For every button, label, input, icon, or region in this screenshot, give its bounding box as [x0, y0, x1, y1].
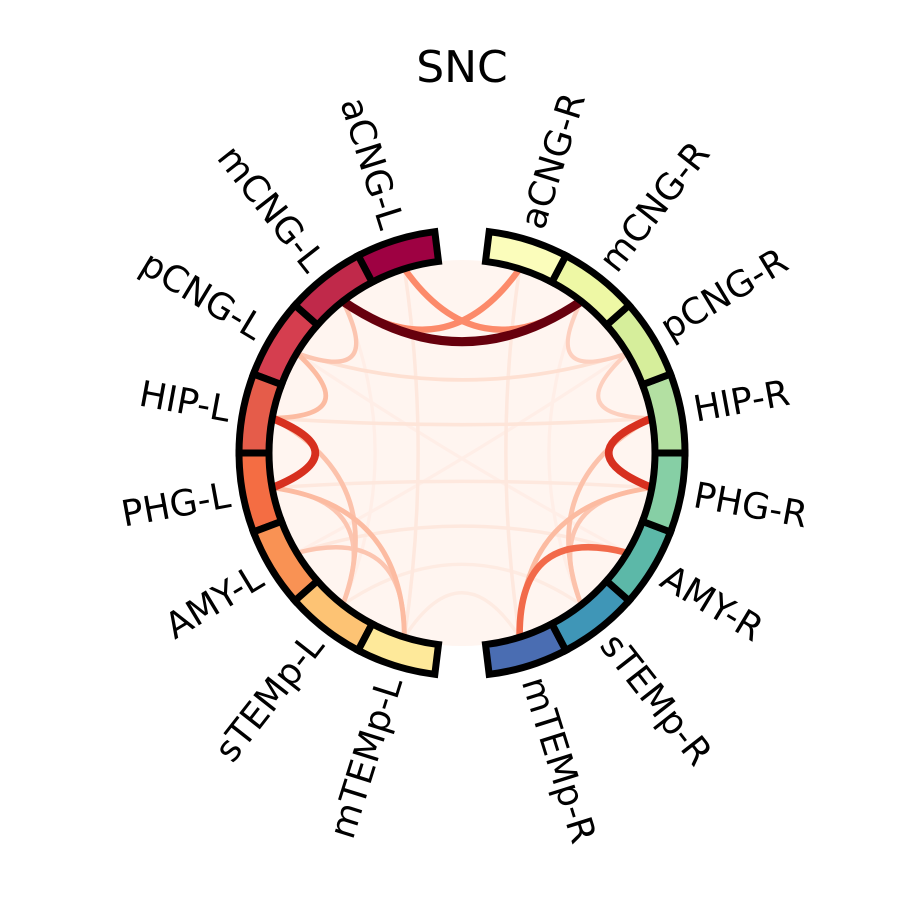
connection-mCNG-L-pCNG-L [294, 298, 359, 364]
node-label-HIP-L: HIP-L [136, 374, 234, 431]
node-label-sTEMp-L: sTEMp-L [207, 626, 332, 770]
node-label-aCNG-R: aCNG-R [513, 88, 594, 234]
node-label-pCNG-L: pCNG-L [133, 243, 271, 348]
connection-PHG-L-mTEMp-L [269, 485, 407, 640]
connection-pCNG-L-HIP-L [269, 350, 328, 421]
chart-title: SNC [416, 42, 508, 93]
node-label-HIP-R: HIP-R [690, 373, 792, 431]
connection-mCNG-R-pCNG-R [565, 299, 630, 364]
connection-AMY-L-AMY-R [295, 524, 629, 555]
connection-aCNG-L-mTEMp-L [402, 267, 420, 639]
node-label-mTEMp-L: mTEMp-L [322, 672, 411, 843]
connection-links [268, 265, 656, 641]
connection-mCNG-L-mCNG-R [338, 296, 586, 347]
node-label-AMY-R: AMY-R [653, 557, 770, 650]
node-label-sTEMp-R: sTEMp-R [592, 626, 720, 774]
node-label-PHG-R: PHG-R [690, 475, 810, 536]
node-label-mCNG-L: mCNG-L [209, 138, 333, 280]
connection-aCNG-R-mTEMp-R [504, 267, 522, 639]
node-label-PHG-L: PHG-L [118, 475, 233, 535]
connection-PHG-L-PHG-R [270, 479, 654, 490]
node-arc-mTEMp-L [353, 619, 443, 679]
connection-mTEMp-L-mTEMp-R [402, 591, 522, 639]
node-label-pCNG-R: pCNG-R [653, 241, 795, 349]
connection-pCNG-L-pCNG-R [294, 351, 630, 382]
node-arc-aCNG-R [481, 227, 571, 287]
connection-sTEMp-L-sTEMp-R [341, 562, 583, 607]
connection-pCNG-R-HIP-R [596, 351, 654, 421]
node-label-AMY-L: AMY-L [158, 557, 270, 647]
node-label-mTEMp-R: mTEMp-R [513, 672, 603, 848]
connection-mTEMp-R-AMY-R [516, 543, 631, 641]
node-label-aCNG-L: aCNG-L [332, 93, 412, 234]
node-arcs [235, 227, 689, 679]
connection-HIP-L-PHG-L [268, 414, 319, 492]
node-label-mCNG-R: mCNG-R [592, 134, 719, 280]
connection-pCNG-R-AMY-L [295, 351, 629, 555]
connection-pCNG-L-AMY-R [295, 351, 629, 555]
connection-HIP-R-PHG-R [605, 414, 656, 492]
connection-HIP-L-HIP-R [270, 416, 654, 427]
